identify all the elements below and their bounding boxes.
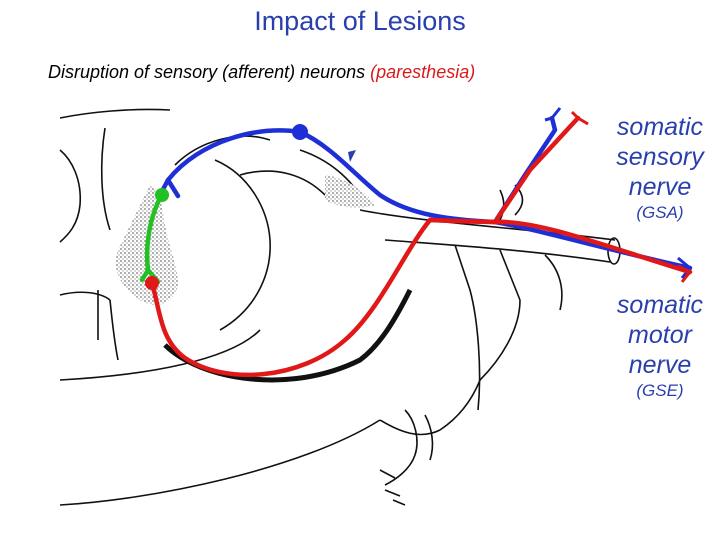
lesion-marker [348, 150, 356, 162]
interneuron-cell-body [155, 188, 169, 202]
subtitle-main: Disruption of sensory (afferent) neurons [48, 62, 371, 82]
motor-label-line3: nerve [628, 351, 692, 379]
motor-neuron [149, 115, 693, 378]
spinal-cord-outline [59, 108, 381, 506]
subtitle-accent: (paresthesia) [370, 62, 476, 82]
motor-label-abbr: (GSE) [636, 381, 684, 400]
sensory-label-line3: nerve [628, 173, 692, 201]
sensory-label-line1: somatic [616, 113, 704, 141]
slide-subtitle: Disruption of sensory (afferent) neurons… [48, 62, 475, 83]
sensory-nerve-label: somatic sensory nerve (GSA) [600, 112, 720, 224]
motor-label-line2: motor [628, 321, 692, 349]
motor-nerve-label: somatic motor nerve (GSE) [600, 290, 720, 402]
sympathetic-ganglion [379, 409, 434, 506]
dorsal-root [174, 135, 363, 331]
ganglion-stipple [325, 175, 375, 208]
sensory-label-abbr: (GSA) [636, 203, 684, 222]
rami [379, 184, 563, 436]
sensory-cell-body [292, 124, 308, 140]
motor-endings [570, 110, 692, 283]
slide-title: Impact of Lesions [254, 6, 466, 36]
sensory-label-line2: sensory [616, 143, 704, 171]
motor-cell-body [145, 276, 159, 290]
motor-label-line1: somatic [616, 291, 704, 319]
